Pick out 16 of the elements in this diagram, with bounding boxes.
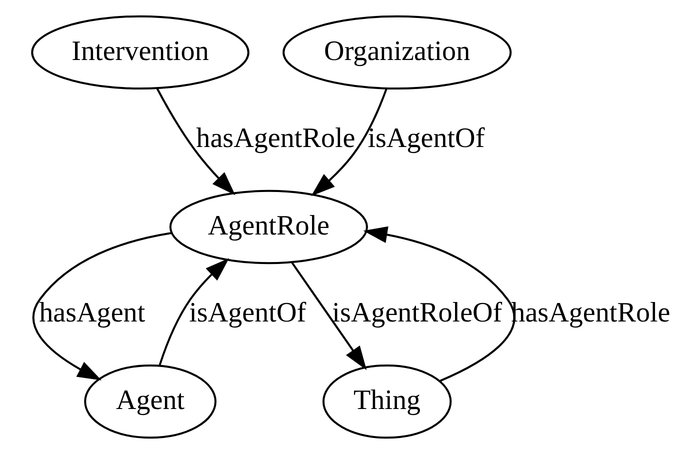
edge-label: isAgentRoleOf xyxy=(332,298,502,329)
arrow xyxy=(363,226,516,382)
edge-label: hasAgentRole xyxy=(196,123,356,154)
node-ellipse: Agent xyxy=(84,364,216,439)
arrow xyxy=(156,88,236,196)
node-ellipse: Organization xyxy=(282,15,512,90)
edge-label: isAgentOf xyxy=(368,123,485,154)
arrow xyxy=(291,262,367,370)
node-ellipse: Thing xyxy=(322,364,452,439)
node-ellipse: AgentRole xyxy=(169,190,368,264)
arrow xyxy=(32,232,172,380)
arrow xyxy=(311,88,388,196)
arrow xyxy=(158,258,230,366)
node-ellipse: Intervention xyxy=(31,15,250,90)
edge-label: hasAgent xyxy=(39,298,146,329)
edge-label: isAgentOf xyxy=(189,298,306,329)
